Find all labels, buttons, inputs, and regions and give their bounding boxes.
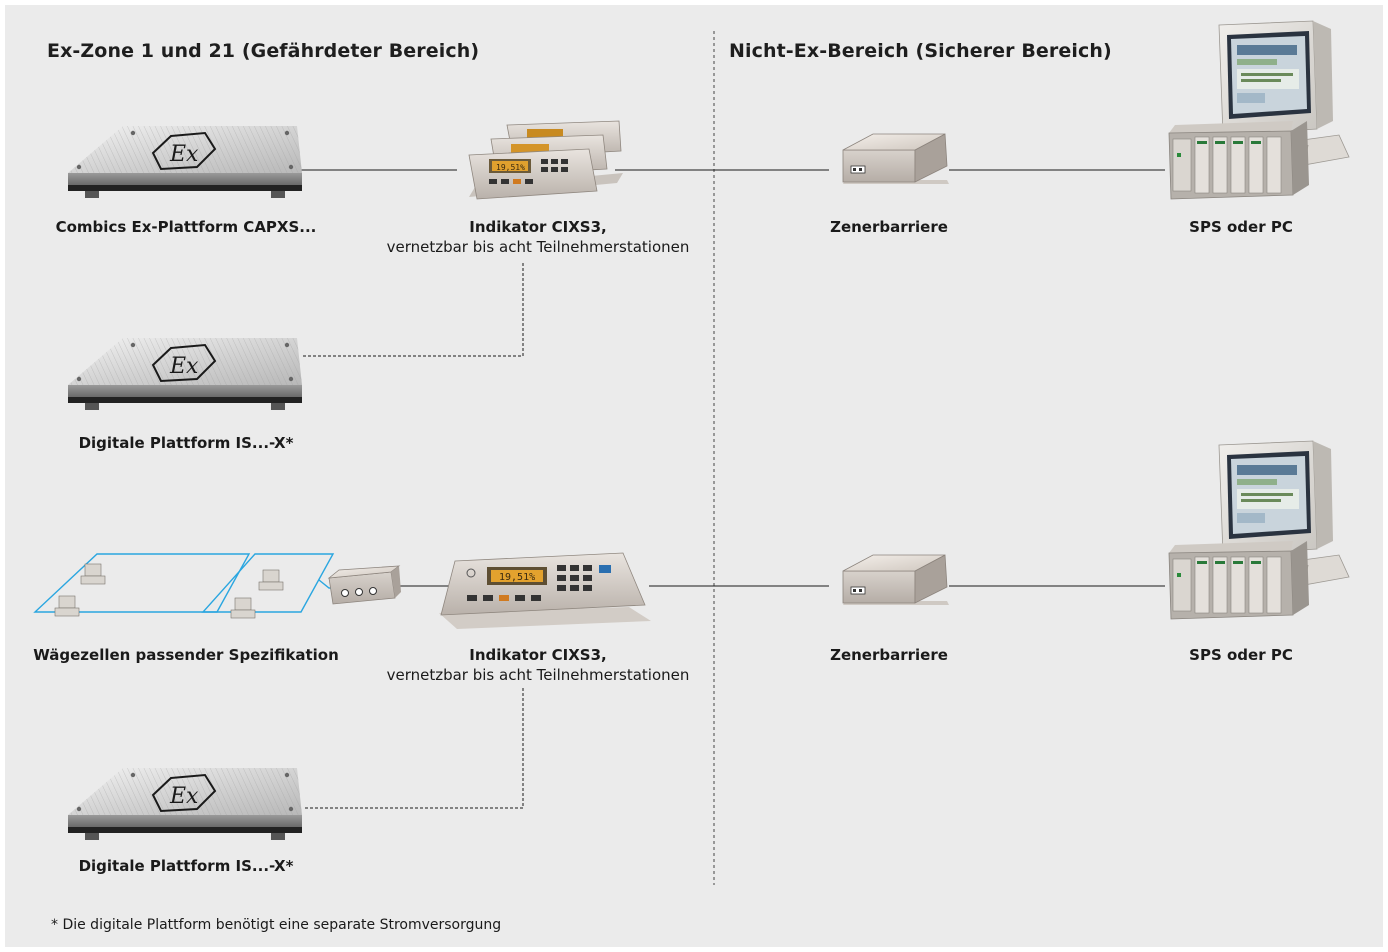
ex-platform-label: Combics Ex-Plattform CAPXS... — [55, 218, 317, 236]
dashed-link-digital-1 — [303, 263, 524, 357]
svg-text:Ex: Ex — [169, 354, 199, 379]
svg-text:19,51%: 19,51% — [499, 572, 535, 583]
footnote: * Die digitale Plattform benötigt eine s… — [51, 917, 502, 933]
load-cells-icon — [33, 553, 401, 619]
indicator-label-2: Indikator CIXS3,vernetzbar bis acht Teil… — [386, 646, 690, 684]
load-cells-label: Wägezellen passender Spezifikation — [33, 646, 339, 664]
digital-platform-label-1: Digitale Plattform IS...-X* — [78, 434, 294, 452]
digital-platform-label-2: Digitale Plattform IS...-X* — [78, 857, 294, 875]
ex-zone-title: Ex-Zone 1 und 21 (Gefährdeter Bereich) — [47, 40, 480, 62]
digital-platform-icon: Ex — [68, 338, 302, 410]
digital-platform-icon: Ex — [68, 768, 302, 840]
plc-label-1: SPS oder PC — [1189, 218, 1293, 236]
indicator-icon: 19,51% — [439, 552, 651, 629]
zener-label-1: Zenerbarriere — [830, 218, 948, 236]
svg-text:Ex: Ex — [169, 142, 199, 167]
zener-label-2: Zenerbarriere — [830, 646, 948, 664]
connection-lines — [301, 31, 1165, 885]
plc-pc-icon — [1168, 440, 1350, 620]
plc-label-2: SPS oder PC — [1189, 646, 1293, 664]
diagram-canvas: Ex-Zone 1 und 21 (Gefährdeter Bereich) N… — [5, 5, 1383, 947]
svg-text:Ex: Ex — [169, 784, 199, 809]
indicator-label-1: Indikator CIXS3,vernetzbar bis acht Teil… — [386, 218, 690, 256]
safe-zone-title: Nicht-Ex-Bereich (Sicherer Bereich) — [729, 40, 1112, 62]
zener-barrier-icon — [842, 133, 949, 184]
plc-pc-icon — [1168, 20, 1350, 200]
indicator-stack-icon: 19,51% — [468, 120, 623, 200]
ex-platform-icon: Ex — [68, 126, 302, 198]
svg-text:19,51%: 19,51% — [496, 163, 525, 172]
dashed-link-digital-2 — [303, 688, 524, 809]
zener-barrier-icon — [842, 554, 949, 605]
